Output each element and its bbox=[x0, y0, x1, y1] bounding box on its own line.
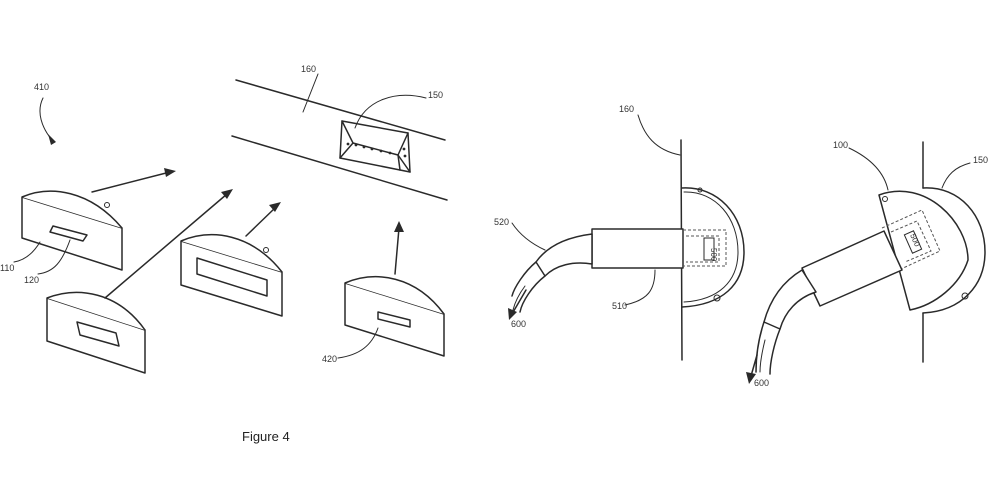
label-600-b: 600 bbox=[754, 378, 769, 388]
strap-160 bbox=[231, 79, 448, 201]
label-r150: 150 bbox=[973, 155, 988, 165]
label-r160: 160 bbox=[619, 104, 634, 114]
strap-holes bbox=[346, 142, 407, 158]
label-110: 110 bbox=[0, 263, 14, 273]
label-410: 410 bbox=[34, 82, 49, 92]
left-drawing: 410 160 150 110 120 420 bbox=[0, 64, 448, 374]
label-100: 100 bbox=[833, 140, 848, 150]
figure-caption: Figure 4 bbox=[242, 429, 290, 444]
device-110 bbox=[21, 190, 123, 271]
label-510: 510 bbox=[612, 301, 627, 311]
movement-arrows bbox=[91, 168, 404, 299]
right-drawing-a bbox=[508, 114, 745, 361]
device-420 bbox=[344, 276, 445, 357]
label-520: 520 bbox=[494, 217, 509, 227]
device-2 bbox=[46, 291, 146, 374]
label-600-a: 600 bbox=[511, 319, 526, 329]
label-160: 160 bbox=[301, 64, 316, 74]
label-420: 420 bbox=[322, 354, 337, 364]
label-150: 150 bbox=[428, 90, 443, 100]
label-120: 120 bbox=[24, 275, 39, 285]
connector-500-a: 500 bbox=[709, 248, 718, 262]
device-3 bbox=[180, 234, 283, 317]
right-drawing-b bbox=[746, 141, 986, 384]
